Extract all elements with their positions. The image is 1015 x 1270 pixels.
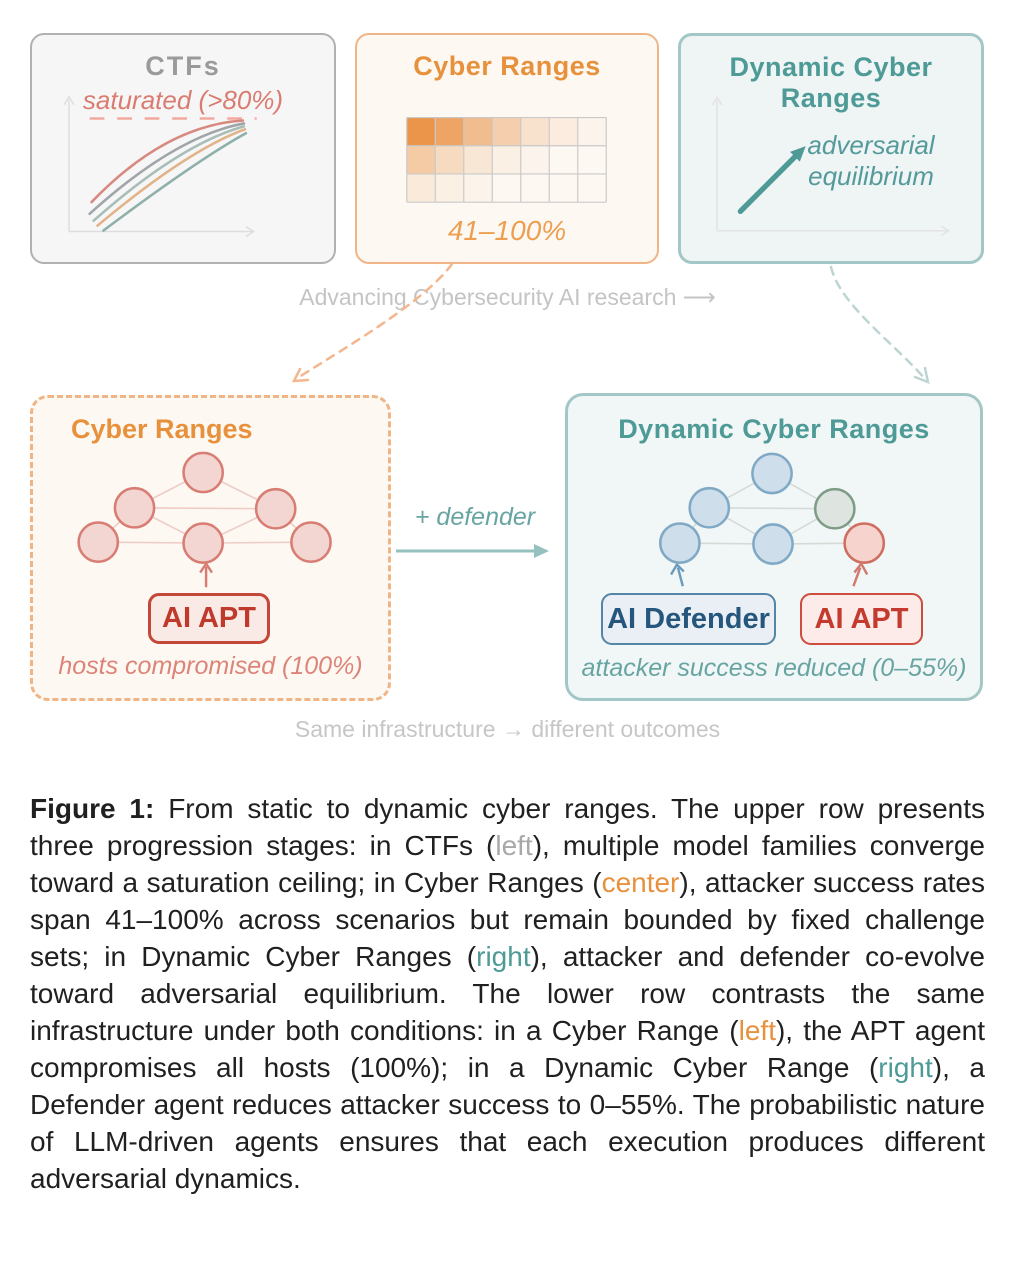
lower-right-title: Dynamic Cyber Ranges bbox=[618, 414, 930, 444]
caption-segment: center bbox=[601, 867, 680, 898]
heatmap-cell bbox=[520, 117, 550, 146]
ai-defender-box: AI Defender bbox=[601, 593, 776, 645]
host-node bbox=[751, 452, 793, 495]
equilibrium-axes bbox=[711, 95, 951, 237]
model-family-curve bbox=[96, 128, 247, 227]
panel-ctfs: CTFs saturated (>80%) bbox=[30, 33, 336, 264]
host-node bbox=[752, 523, 794, 565]
caption-segment: ), attacker and defender co-evolve towar… bbox=[30, 941, 985, 1046]
panel-cyber-ranges: Cyber Ranges 41–100% bbox=[355, 33, 659, 264]
host-node bbox=[813, 487, 856, 530]
network-graph bbox=[77, 451, 332, 564]
caption-segment: right bbox=[476, 941, 531, 972]
host-node bbox=[843, 522, 886, 564]
heatmap-cell bbox=[463, 117, 493, 146]
caption-segment: ), multiple model families converge towa… bbox=[30, 830, 985, 898]
heatmap-cell bbox=[406, 173, 436, 203]
ctfs-saturated-annotation: saturated (>80%) bbox=[82, 85, 284, 115]
apt-arrow bbox=[199, 561, 213, 588]
defender-arrow bbox=[669, 562, 685, 587]
panel-dynamic-cyber-ranges: Dynamic Cyber Ranges adversarial equilib… bbox=[678, 33, 984, 264]
model-family-curve bbox=[102, 131, 248, 232]
host-network-dynamic bbox=[658, 452, 886, 587]
model-family-curve bbox=[90, 119, 245, 204]
host-node bbox=[113, 486, 156, 529]
apt-arrow bbox=[852, 561, 869, 587]
network-edge bbox=[134, 507, 276, 510]
heatmap-cell bbox=[435, 173, 464, 203]
heatmap-cell bbox=[549, 117, 578, 146]
ctf-axes bbox=[63, 95, 256, 238]
heatmap-cell bbox=[463, 173, 493, 203]
heatmap-cells bbox=[406, 116, 607, 203]
cyber-ranges-heatmap bbox=[406, 116, 607, 203]
caption-segment: left bbox=[495, 830, 533, 861]
heatmap-cell bbox=[521, 146, 549, 174]
caption-segment: ), attacker success rates span 41–100% a… bbox=[30, 867, 985, 972]
host-node bbox=[658, 522, 701, 564]
hosts-compromised-annotation: hosts compromised (100%) bbox=[58, 652, 363, 680]
ctf-saturation-chart bbox=[63, 95, 257, 238]
caption-segment: right bbox=[878, 1052, 933, 1083]
caption-segment: ), the APT agent compromises all hosts (… bbox=[30, 1015, 985, 1083]
host-node bbox=[77, 521, 120, 563]
host-network-static bbox=[77, 451, 332, 588]
equilibrium-chart bbox=[711, 95, 951, 237]
panel-ctfs-title: CTFs bbox=[145, 51, 221, 81]
host-node bbox=[182, 522, 225, 564]
attacker-success-annotation: attacker success reduced (0–55%) bbox=[581, 654, 967, 682]
host-node bbox=[688, 486, 731, 529]
ctf-curves bbox=[88, 117, 257, 232]
heatmap-cell bbox=[492, 117, 521, 146]
model-family-curve bbox=[88, 122, 246, 216]
heatmap-cell bbox=[435, 117, 464, 146]
figure-caption: Figure 1: From static to dynamic cyber r… bbox=[30, 790, 985, 1197]
adversarial-equilibrium-annotation: adversarial equilibrium bbox=[807, 130, 935, 191]
advancing-research-label: Advancing Cybersecurity AI research ⟶ bbox=[299, 284, 716, 310]
heatmap-cell bbox=[435, 145, 464, 174]
lower-left-title: Cyber Ranges bbox=[71, 414, 253, 444]
heatmap-cell bbox=[463, 145, 493, 174]
heatmap-cell bbox=[492, 145, 521, 174]
caption-segment: ), a Defender agent reduces attacker suc… bbox=[30, 1052, 985, 1194]
same-infrastructure-label: Same infrastructure → different outcomes bbox=[294, 716, 721, 742]
cyber-ranges-range-annotation: 41–100% bbox=[447, 215, 567, 246]
panel-dynamic-title: Dynamic Cyber Ranges bbox=[729, 52, 933, 113]
caption-segment: Figure 1: bbox=[30, 793, 155, 824]
panel-dynamic-cyber-range: Dynamic Cyber Ranges AI Defender AI APT … bbox=[565, 393, 983, 701]
heatmap-cell bbox=[406, 117, 436, 146]
plus-defender-label: + defender bbox=[414, 503, 536, 531]
host-node bbox=[254, 487, 297, 530]
panel-cyber-ranges-title: Cyber Ranges bbox=[413, 51, 601, 81]
equilibrium-arrow bbox=[737, 146, 806, 215]
model-family-curve bbox=[92, 125, 246, 223]
heatmap-cell bbox=[578, 118, 606, 146]
host-node bbox=[290, 521, 332, 563]
panel-cyber-range-static: Cyber Ranges AI APT hosts compromised (1… bbox=[30, 395, 391, 701]
caption-segment: From static to dynamic cyber ranges. The… bbox=[30, 793, 986, 861]
network-graph bbox=[658, 452, 886, 565]
network-edge bbox=[709, 506, 835, 510]
ai-apt-box: AI APT bbox=[800, 593, 923, 645]
ai-apt-box: AI APT bbox=[148, 593, 270, 644]
heatmap-cell bbox=[406, 145, 436, 174]
orange-dashed-connector bbox=[291, 262, 454, 383]
host-node bbox=[182, 451, 225, 494]
caption-segment: left bbox=[738, 1015, 776, 1046]
plus-defender-arrow bbox=[396, 544, 549, 558]
